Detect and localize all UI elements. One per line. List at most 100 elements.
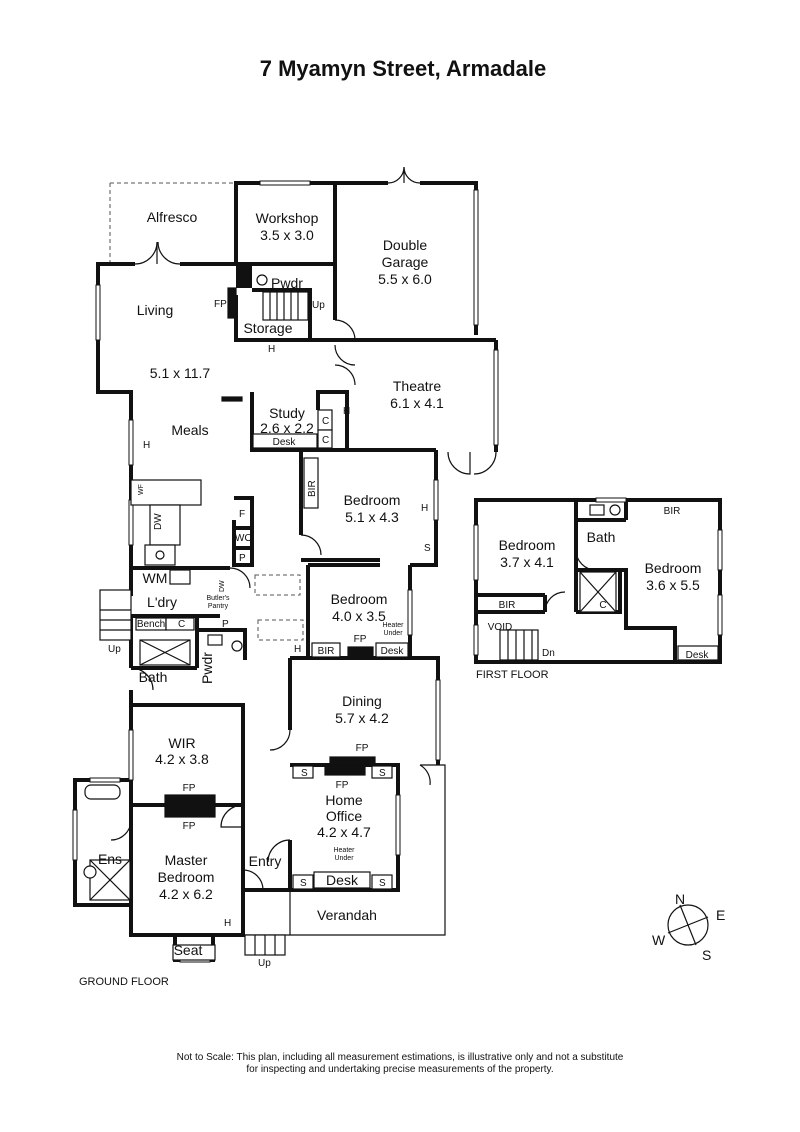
label-desk-bed2: Desk (381, 646, 405, 657)
room-theatre: Theatre (393, 378, 441, 394)
label-bed1-h: H (421, 503, 428, 514)
room-bed1-dim: 5.1 x 4.3 (345, 509, 399, 525)
room-pwdr-upper: Pwdr (271, 275, 303, 291)
room-wir: WIR (168, 735, 195, 751)
compass-n: N (675, 891, 685, 907)
label-butler-line2: Pantry (208, 603, 229, 610)
room-master-dim: 4.2 x 6.2 (159, 886, 213, 902)
label-ff-void: VOID (488, 622, 512, 633)
label-up-upper: Up (312, 300, 325, 311)
room-entry: Entry (249, 853, 282, 869)
room-workshop-dim: 3.5 x 3.0 (260, 227, 314, 243)
room-ff-bed1-dim: 3.7 x 4.1 (500, 554, 554, 570)
room-study: Study (269, 405, 305, 421)
label-h-bed2: H (294, 644, 301, 655)
label-s-office-1: S (300, 878, 307, 889)
label-fp-wir: FP (183, 783, 196, 794)
label-wf: WF (138, 484, 145, 495)
room-bath-lower: Bath (139, 669, 168, 685)
label-up-lower: Up (108, 644, 121, 655)
label-study-c1: C (322, 416, 329, 427)
ground-floor-labels: Alfresco Workshop 3.5 x 3.0 Double Garag… (98, 209, 444, 969)
label-fp-dining: FP (356, 743, 369, 754)
label-heater-1: Heater (382, 622, 404, 629)
room-ff-bed1: Bedroom (499, 537, 556, 553)
room-ff-bed2: Bedroom (645, 560, 702, 576)
room-workshop: Workshop (256, 210, 319, 226)
label-p2: P (222, 619, 229, 630)
disclaimer-line1: Not to Scale: This plan, including all m… (177, 1052, 624, 1063)
label-ff-dn: Dn (542, 648, 555, 659)
compass: N E S W (652, 891, 725, 963)
room-meals: Meals (171, 422, 208, 438)
compass-e: E (716, 907, 725, 923)
label-up-entry: Up (258, 958, 271, 969)
label-study-h: H (343, 406, 350, 417)
label-dw2: DW (219, 580, 226, 592)
label-s-dining-2: S (379, 768, 386, 779)
label-s-office-2: S (379, 878, 386, 889)
label-bir-bed2: BIR (318, 646, 335, 657)
room-office-line2: Office (326, 808, 363, 824)
room-theatre-dim: 6.1 x 4.1 (390, 395, 444, 411)
first-floor-label: FIRST FLOOR (476, 669, 549, 681)
room-laundry: L'dry (147, 594, 177, 610)
room-storage: Storage (243, 320, 292, 336)
label-under-2: Under (334, 855, 354, 862)
label-c-laundry: C (178, 619, 185, 630)
label-study-c2: C (322, 435, 329, 446)
room-verandah: Verandah (317, 907, 377, 923)
ground-stairs (99, 291, 309, 956)
first-floor-labels: Bedroom 3.7 x 4.1 Bath BIR Bedroom 3.6 x… (488, 506, 710, 661)
room-garage-dim: 5.5 x 6.0 (378, 271, 432, 287)
room-pwdr-lower: Pwdr (199, 652, 215, 684)
plan-title: 7 Myamyn Street, Armadale (260, 56, 547, 81)
room-living-dim: 5.1 x 11.7 (150, 365, 211, 381)
ground-floor-label: GROUND FLOOR (79, 976, 169, 988)
room-living: Living (137, 302, 174, 318)
label-fp-master: FP (183, 821, 196, 832)
label-fp-living: FP (214, 299, 227, 310)
label-bir-bed1: BIR (307, 480, 318, 497)
room-study-dim: 2.6 x 2.2 (260, 420, 314, 436)
compass-s: S (702, 947, 711, 963)
room-seat: Seat (174, 942, 203, 958)
label-fp-office: FP (336, 780, 349, 791)
label-fp-bed2: FP (354, 634, 367, 645)
label-s-dining-1: S (301, 768, 308, 779)
room-bed1: Bedroom (344, 492, 401, 508)
room-bed2-dim: 4.0 x 3.5 (332, 608, 386, 624)
label-study-desk: Desk (273, 437, 297, 448)
label-heater-2: Heater (333, 847, 355, 854)
room-alfresco: Alfresco (147, 209, 198, 225)
room-office-line1: Home (325, 792, 363, 808)
room-wm: WM (143, 570, 168, 586)
room-garage-line1: Double (383, 237, 428, 253)
label-meals-h: H (143, 440, 150, 451)
label-f: F (239, 509, 245, 520)
first-floor-walls (473, 497, 723, 664)
label-h-master: H (224, 918, 231, 929)
room-ensuite: Ens (98, 851, 122, 867)
room-dining: Dining (342, 693, 382, 709)
label-ff-bir-top: BIR (664, 506, 681, 517)
room-dining-dim: 5.7 x 4.2 (335, 710, 389, 726)
label-bench: Bench (137, 619, 165, 630)
label-ff-bir: BIR (499, 600, 516, 611)
room-master-line1: Master (165, 852, 208, 868)
label-wo: WO (235, 533, 252, 544)
fixtures (83, 274, 409, 961)
room-garage-line2: Garage (382, 254, 429, 270)
windows (72, 180, 499, 963)
compass-w: W (652, 932, 666, 948)
label-butler-line1: Butler's (206, 595, 230, 602)
room-bed2: Bedroom (331, 591, 388, 607)
room-office-dim: 4.2 x 4.7 (317, 824, 371, 840)
room-wir-dim: 4.2 x 3.8 (155, 751, 209, 767)
label-under-1: Under (383, 630, 403, 637)
room-ff-bed2-dim: 3.6 x 5.5 (646, 577, 700, 593)
label-ff-c: C (599, 600, 606, 611)
label-bed1-s: S (424, 543, 431, 554)
room-ff-bath: Bath (587, 529, 616, 545)
